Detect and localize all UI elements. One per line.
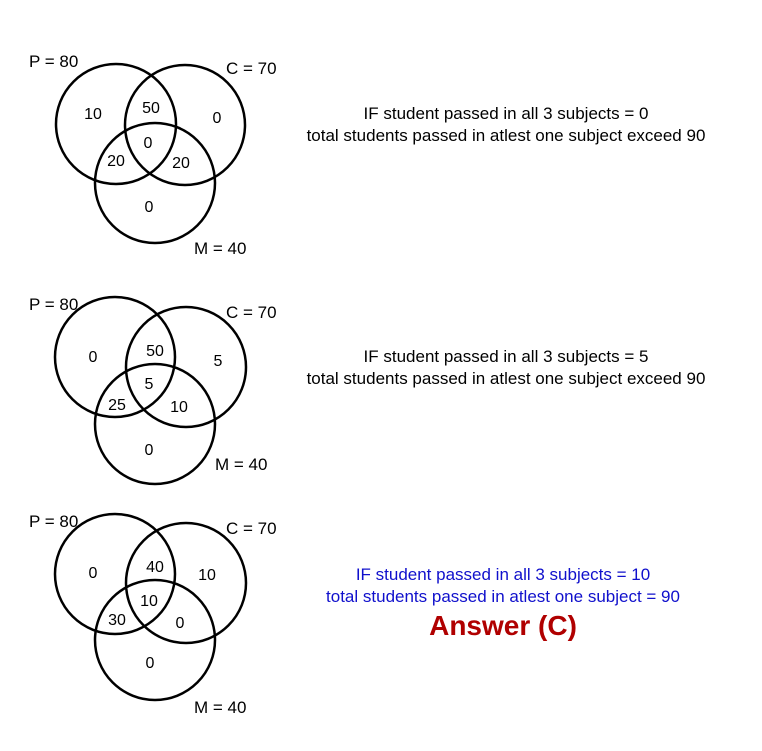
set-c-circle — [124, 305, 248, 429]
region-c-and-m: 10 — [170, 399, 188, 416]
set-c-circle — [123, 63, 247, 187]
region-all-three: 0 — [144, 135, 153, 152]
set-p-circle — [54, 62, 178, 186]
region-p-only: 10 — [84, 106, 102, 123]
set-p-circle — [53, 512, 177, 636]
region-all-three: 5 — [145, 376, 154, 393]
set-m-circle — [93, 578, 217, 702]
set-c-label: C = 70 — [226, 303, 277, 322]
region-c-and-m: 0 — [176, 615, 185, 632]
region-p-only: 0 — [89, 565, 98, 582]
statement-line-2: total students passed in atlest one subj… — [326, 587, 680, 606]
venn-diagram-1: P = 80 C = 70 M = 40 10 50 0 0 20 20 0 I… — [29, 52, 705, 258]
set-p-label: P = 80 — [29, 512, 78, 531]
region-c-only: 5 — [214, 353, 223, 370]
set-c-label: C = 70 — [226, 59, 277, 78]
set-c-circle — [124, 521, 248, 645]
venn-diagram-3: P = 80 C = 70 M = 40 0 40 10 10 30 0 0 I… — [29, 512, 680, 717]
set-m-label: M = 40 — [215, 455, 267, 474]
set-m-circle — [93, 121, 217, 245]
region-p-only: 0 — [89, 349, 98, 366]
venn-diagram-2: P = 80 C = 70 M = 40 0 50 5 5 25 10 0 IF… — [29, 295, 706, 486]
region-m-only: 0 — [146, 655, 155, 672]
region-all-three: 10 — [140, 593, 158, 610]
region-c-only: 10 — [198, 567, 216, 584]
statement-line-2: total students passed in atlest one subj… — [307, 369, 706, 388]
region-p-and-m: 25 — [108, 397, 126, 414]
set-m-label: M = 40 — [194, 239, 246, 258]
set-m-circle — [93, 362, 217, 486]
region-p-and-c: 40 — [146, 559, 164, 576]
region-p-and-c: 50 — [142, 100, 160, 117]
set-p-circle — [53, 295, 177, 419]
set-p-label: P = 80 — [29, 295, 78, 314]
region-p-and-c: 50 — [146, 343, 164, 360]
answer-label: Answer (C) — [429, 610, 577, 641]
set-m-label: M = 40 — [194, 698, 246, 717]
region-m-only: 0 — [145, 199, 154, 216]
set-p-label: P = 80 — [29, 52, 78, 71]
statement-line-1: IF student passed in all 3 subjects = 10 — [356, 565, 650, 584]
statement-line-1: IF student passed in all 3 subjects = 0 — [364, 104, 649, 123]
statement-line-2: total students passed in atlest one subj… — [307, 126, 706, 145]
region-p-and-m: 20 — [107, 153, 125, 170]
statement-line-1: IF student passed in all 3 subjects = 5 — [364, 347, 649, 366]
region-c-only: 0 — [213, 110, 222, 127]
region-p-and-m: 30 — [108, 612, 126, 629]
region-m-only: 0 — [145, 442, 154, 459]
set-c-label: C = 70 — [226, 519, 277, 538]
region-c-and-m: 20 — [172, 155, 190, 172]
